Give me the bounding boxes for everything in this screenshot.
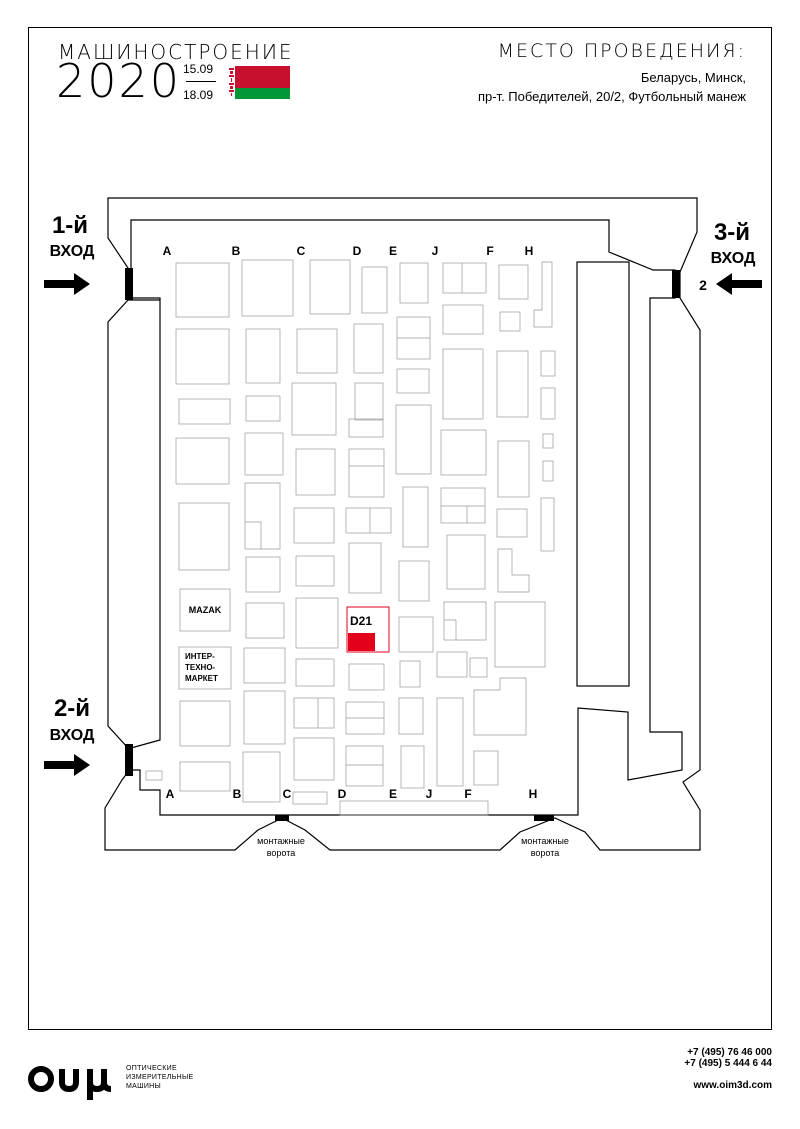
gate-right-line2: ворота [531,848,560,858]
column-label-bottom-c: C [283,787,292,801]
logo-description: ОПТИЧЕСКИЕ ИЗМЕРИТЕЛЬНЫЕ МАШИНЫ [126,1064,193,1091]
website-link[interactable]: www.oim3d.com [693,1080,772,1091]
event-year: 2020 [56,54,182,108]
entrance-3-arrow-icon [716,273,762,295]
column-label-top-a: A [163,244,172,258]
booth-intertech-line1: ИНТЕР- [185,652,215,661]
booth-intertech-line2: ТЕХНО- [185,663,216,672]
column-label-bottom-b: B [233,787,242,801]
entrance-1-arrow-icon [44,273,90,295]
entrance-3-number: 3-й [714,219,750,246]
entrance-3-index: 2 [699,277,707,293]
page-frame [28,27,772,1030]
entrance-2-label: ВХОД [50,727,95,744]
column-label-top-d: D [353,244,362,258]
booth-d21-label: D21 [350,614,372,628]
booth-intertech-line3: МАРКЕТ [185,674,218,683]
gate-left-line1: монтажные [257,836,305,846]
logo-desc-line1: ОПТИЧЕСКИЕ [126,1065,177,1072]
entrance-1-number: 1-й [52,212,88,239]
booth-mazak [179,588,231,632]
column-label-bottom-d: D [338,787,347,801]
column-label-top-e: E [389,244,397,258]
entrance-1-label: ВХОД [50,243,95,260]
phone-1: +7 (495) 76 46 000 [687,1047,772,1058]
column-label-top-j: J [432,244,439,258]
oim-logo-icon [28,1066,112,1100]
entrance-3-label: ВХОД [711,250,756,267]
logo-desc-line3: МАШИНЫ [126,1083,161,1090]
entrance-markers [125,268,680,821]
entrance-2-arrow-icon [44,754,90,776]
phone-2: +7 (495) 5 444 6 44 [684,1058,772,1069]
booth-mazak-label: MAZAK [189,605,222,615]
date-separator [186,81,216,82]
column-label-top-b: B [232,244,241,258]
column-label-top-f: F [486,244,493,258]
gate-left-line2: ворота [267,848,296,858]
column-label-bottom-j: J [426,787,433,801]
column-label-bottom-a: A [166,787,175,801]
column-label-bottom-e: E [389,787,397,801]
gate-right-line1: монтажные [521,836,569,846]
booth-d21-highlight [348,633,375,651]
event-name: МАШИНОСТРОЕНИЕ [58,40,294,64]
contacts: +7 (495) 76 46 000 +7 (495) 5 444 6 44 w… [684,1047,772,1091]
venue-address-line2: пр-т. Победителей, 20/2, Футбольный мане… [477,89,746,104]
booth-intertech [178,646,232,690]
venue-address-line1: Беларусь, Минск, [640,70,746,85]
column-label-bottom-f: F [464,787,471,801]
column-label-top-h: H [525,244,534,258]
booths [145,259,556,816]
column-label-top-c: C [297,244,306,258]
event-date-start: 15.09 [183,62,214,76]
venue-title: МЕСТО ПРОВЕДЕНИЯ: [497,40,746,62]
hall-walls [104,197,701,851]
column-label-bottom-h: H [529,787,538,801]
event-date-end: 18.09 [183,88,214,102]
entrance-2-number: 2-й [54,695,90,722]
belarus-flag-icon [228,66,290,99]
logo-desc-line2: ИЗМЕРИТЕЛЬНЫЕ [126,1074,194,1081]
booth-d21 [346,606,390,653]
